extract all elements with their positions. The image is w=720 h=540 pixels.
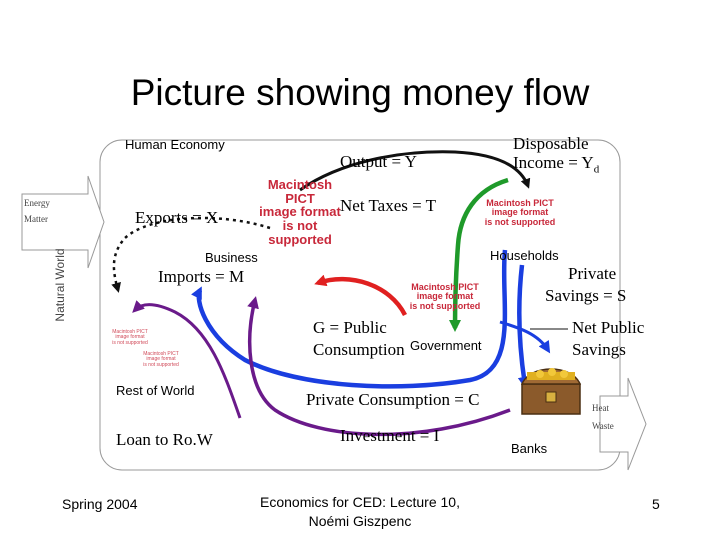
loan-flow-arrow — [132, 300, 242, 419]
net-taxes-label: Net Taxes = T — [340, 196, 437, 215]
waste-label: Waste — [592, 421, 614, 431]
disposable-line1: Disposable — [513, 134, 589, 153]
imports-label: Imports = M — [158, 267, 245, 286]
footer-center-line1: Economics for CED: Lecture 10, — [260, 494, 460, 510]
exports-label: Exports = X — [135, 208, 219, 227]
matter-label: Matter — [24, 214, 48, 224]
private-savings-line1: Private — [568, 264, 617, 283]
energy-label: Energy — [24, 198, 50, 208]
pict-placeholder-row-2: Macintosh PICT image format is not suppo… — [143, 351, 179, 368]
banks-label: Banks — [511, 441, 548, 456]
natural-world-label: Natural World — [53, 248, 67, 322]
private-consumption-label: Private Consumption = C — [306, 390, 480, 409]
output-flow-arrow — [299, 150, 531, 192]
net-public-line1: Net Public — [572, 318, 645, 337]
business-label: Business — [205, 250, 258, 265]
output-arrow — [599, 377, 647, 471]
footer-center-line2: Noémi Giszpenc — [308, 513, 412, 529]
output-label: Output = Y — [340, 152, 417, 171]
net-public-line2: Savings — [572, 340, 626, 359]
consumption-flow-arrow — [191, 249, 508, 389]
investment-flow-arrow — [247, 296, 511, 437]
pict-placeholder-business: Macintosh PICT image format is not suppo… — [259, 177, 341, 247]
loan-label: Loan to Ro.W — [116, 430, 213, 449]
disposable-line2: Income = Yd — [513, 153, 600, 176]
input-arrow — [21, 175, 105, 269]
pict-placeholder-households: Macintosh PICT image format is not suppo… — [484, 198, 556, 227]
investment-label: Investment = I — [340, 426, 440, 445]
imports-flow-arrow — [314, 274, 408, 317]
g-public-line2: Consumption — [313, 340, 405, 359]
footer-date: Spring 2004 — [62, 496, 138, 512]
heat-label: Heat — [592, 403, 609, 413]
treasure-chest-icon — [520, 368, 582, 415]
savings-flow-arrow — [517, 264, 530, 389]
page-number: 5 — [652, 496, 660, 512]
g-public-line1: G = Public — [313, 318, 387, 337]
private-savings-line2: Savings = S — [545, 286, 627, 305]
households-label: Households — [490, 248, 559, 263]
exports-flow-arrow — [111, 216, 271, 293]
taxes-flow-arrow — [449, 177, 509, 332]
pict-placeholder-government: Macintosh PICT image format is not suppo… — [409, 282, 481, 311]
human-economy-boundary — [99, 139, 621, 471]
slide-title: Picture showing money flow — [130, 72, 590, 113]
human-economy-label: Human Economy — [125, 137, 225, 152]
pict-placeholder-row-1: Macintosh PICT image format is not suppo… — [112, 329, 148, 346]
government-label: Government — [410, 338, 482, 353]
public-savings-arrow — [499, 320, 551, 354]
rest-of-world-label: Rest of World — [116, 383, 195, 398]
